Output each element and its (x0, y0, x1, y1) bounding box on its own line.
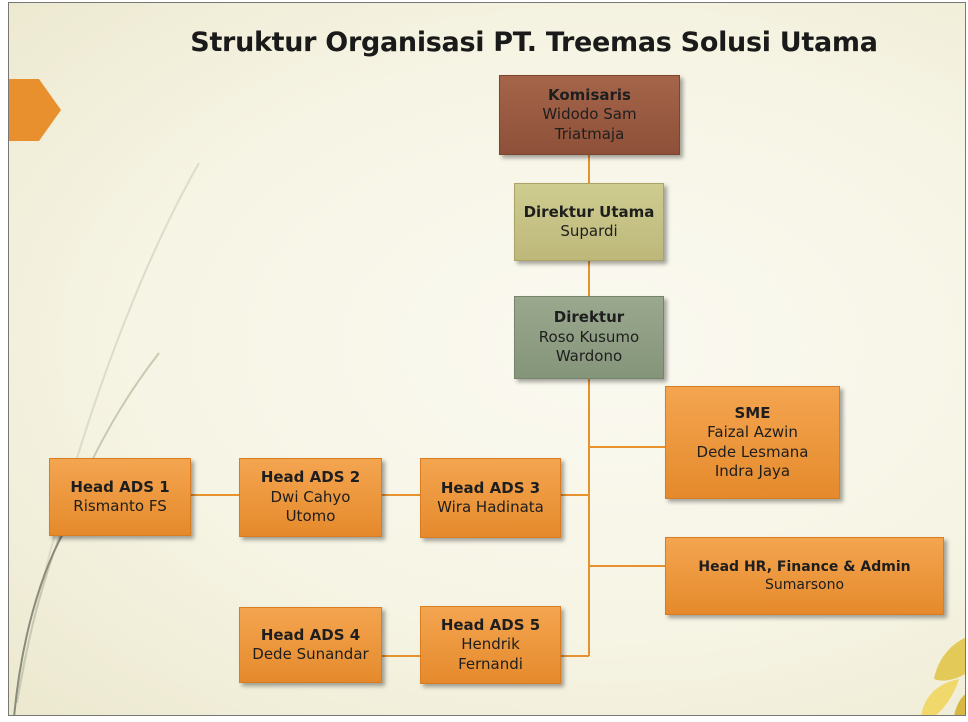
node-name-line: Faizal Azwin (707, 423, 798, 441)
node-role: Head ADS 3 (440, 478, 541, 497)
node-head-ads-5: Head ADS 5 Hendrik Fernandi (420, 606, 561, 684)
node-name-line: Dede Lesmana (696, 442, 809, 461)
node-direktur-utama: Direktur Utama Supardi (514, 183, 664, 261)
decorative-leaf-3 (954, 694, 965, 715)
node-name-line: Fernandi (458, 654, 523, 673)
node-name-line: Utomo (285, 507, 336, 526)
node-role: SME (734, 403, 771, 422)
decorative-leaf-2 (921, 679, 959, 715)
node-head-ads-1: Head ADS 1 Rismanto FS (49, 458, 191, 536)
node-sme: SME Faizal Azwin Dede Lesmana Indra Jaya (665, 386, 840, 499)
node-name-line: Supardi (560, 222, 618, 240)
node-name-line: Wira Hadinata (437, 498, 544, 516)
node-name-line: Sumarsono (764, 577, 845, 593)
connector-lines (191, 155, 665, 657)
node-name-line: Triatmaja (554, 124, 625, 143)
chart-title: Struktur Organisasi PT. Treemas Solusi U… (190, 27, 878, 58)
node-role: Head ADS 2 (260, 468, 361, 487)
node-direktur: Direktur Roso Kusumo Wardono (514, 296, 664, 379)
left-arrow-tab (9, 79, 61, 141)
node-role: Head ADS 5 (440, 615, 541, 634)
node-role: Head ADS 4 (260, 625, 361, 644)
node-role: Head ADS 1 (70, 477, 170, 496)
node-name-line: Rismanto FS (73, 497, 167, 515)
node-head-hr: Head HR, Finance & Admin Sumarsono (665, 537, 944, 615)
node-name-line: Hendrik (461, 635, 520, 654)
node-head-ads-4: Head ADS 4 Dede Sunandar (239, 607, 382, 683)
node-head-ads-2: Head ADS 2 Dwi Cahyo Utomo (239, 458, 382, 537)
node-name-line: Roso Kusumo (538, 327, 640, 346)
decorative-leaf-1 (934, 637, 965, 681)
node-name-line: Dwi Cahyo (270, 487, 351, 506)
node-name-line: Dede Sunandar (252, 645, 369, 663)
node-name-line: Indra Jaya (714, 462, 791, 480)
node-role: Direktur Utama (523, 202, 655, 221)
node-name-line: Wardono (555, 347, 623, 366)
node-komisaris: Komisaris Widodo Sam Triatmaja (499, 75, 680, 155)
node-head-ads-3: Head ADS 3 Wira Hadinata (420, 458, 561, 538)
node-role: Head HR, Finance & Admin (698, 558, 911, 575)
decorative-curve-dark (13, 522, 70, 715)
slide: Struktur Organisasi PT. Treemas Solusi U… (8, 2, 966, 716)
node-role: Komisaris (548, 85, 631, 104)
node-name-line: Widodo Sam (542, 105, 637, 124)
node-role: Direktur (553, 308, 625, 327)
